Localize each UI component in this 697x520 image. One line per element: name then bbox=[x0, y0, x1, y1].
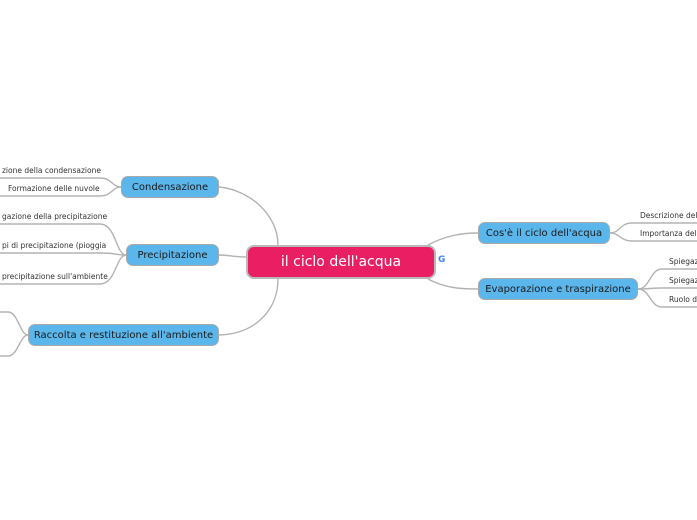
topic-label: Condensazione bbox=[131, 181, 209, 193]
topic-label: Evaporazione e traspirazione bbox=[485, 283, 631, 295]
subtopic[interactable]: Spiegaz bbox=[669, 276, 697, 285]
topic-label: Precipitazione bbox=[137, 249, 208, 261]
central-topic-label: il ciclo dell'acqua bbox=[280, 254, 402, 270]
topic-cose-il-ciclo[interactable]: Cos'è il ciclo dell'acqua bbox=[478, 222, 610, 244]
subtopic[interactable]: pi di precipitazione (pioggia bbox=[2, 241, 107, 250]
subtopic[interactable]: Descrizione del c bbox=[640, 211, 697, 220]
google-icon[interactable]: G bbox=[438, 255, 446, 265]
subtopic[interactable]: Ruolo de bbox=[669, 295, 697, 304]
topic-condensazione[interactable]: Condensazione bbox=[121, 176, 219, 198]
topic-evaporazione[interactable]: Evaporazione e traspirazione bbox=[478, 278, 638, 300]
topic-precipitazione[interactable]: Precipitazione bbox=[126, 244, 219, 266]
topic-label: Raccolta e restituzione all'ambiente bbox=[33, 329, 214, 341]
subtopic[interactable]: zione della condensazione bbox=[2, 166, 101, 175]
subtopic[interactable]: Spiegaz bbox=[669, 257, 697, 266]
topic-label: Cos'è il ciclo dell'acqua bbox=[485, 227, 603, 239]
topic-raccolta[interactable]: Raccolta e restituzione all'ambiente bbox=[28, 324, 219, 346]
subtopic[interactable]: gazione della precipitazione bbox=[2, 212, 108, 221]
subtopic[interactable]: precipitazione sull'ambiente bbox=[2, 272, 108, 281]
central-topic[interactable]: il ciclo dell'acqua bbox=[246, 245, 436, 279]
subtopic[interactable]: Importanza del c bbox=[640, 229, 697, 238]
subtopic[interactable]: Formazione delle nuvole bbox=[8, 184, 100, 193]
